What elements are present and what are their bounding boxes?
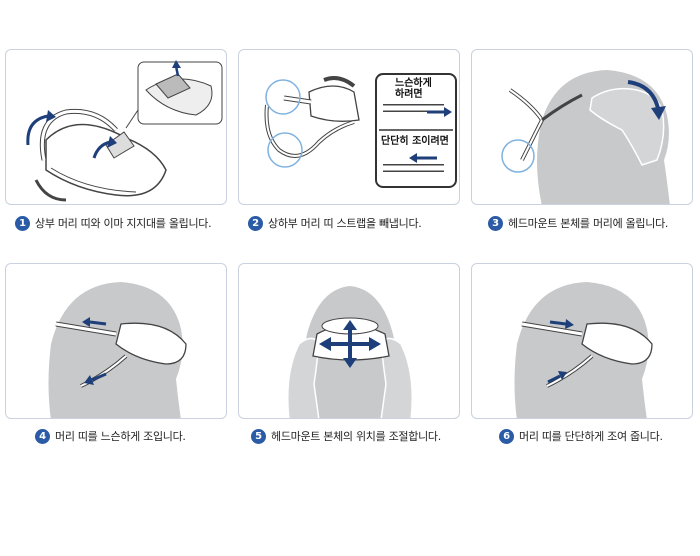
step-5-panel xyxy=(238,263,460,419)
step-2-panel: 느슨하게 하려면 단단히 조이려면 xyxy=(238,49,460,205)
step-3-text: 헤드마운트 본체를 머리에 올립니다. xyxy=(508,217,669,230)
step-6-panel xyxy=(471,263,693,419)
step-5-number-badge: 5 xyxy=(251,428,266,444)
step-1-panel xyxy=(5,49,227,205)
step-4-illustration xyxy=(48,282,187,418)
step-3-number-badge: 3 xyxy=(488,215,503,231)
step-5-text: 헤드마운트 본체의 위치를 조절합니다. xyxy=(271,430,441,443)
step-5-caption: 5 헤드마운트 본체의 위치를 조절합니다. xyxy=(251,427,441,445)
step-6-number-badge: 6 xyxy=(499,428,514,444)
step-2-tighten-label: 단단히 조이려면 xyxy=(381,136,449,147)
step-3-caption: 3 헤드마운트 본체를 머리에 올립니다. xyxy=(488,214,668,232)
step-2-illustration xyxy=(264,73,457,188)
step-6-illustration xyxy=(514,282,653,418)
step-2-number-badge: 2 xyxy=(248,215,263,231)
step-4-text: 머리 띠를 느슨하게 조입니다. xyxy=(55,430,186,443)
step-5-illustration xyxy=(287,286,413,418)
step-3-illustration xyxy=(501,70,670,204)
step-6-caption: 6 머리 띠를 단단하게 조여 줍니다. xyxy=(499,427,663,445)
step-1-illustration xyxy=(26,60,223,202)
step-1-text: 상부 머리 띠와 이마 지지대를 올립니다. xyxy=(35,217,212,230)
step-2-loosen-label: 느슨하게 하려면 xyxy=(395,78,432,100)
step-2-text: 상하부 머리 띠 스트랩을 빼냅니다. xyxy=(268,217,422,230)
step-4-number-badge: 4 xyxy=(35,428,50,444)
step-1-caption: 1 상부 머리 띠와 이마 지지대를 올립니다. xyxy=(15,214,212,232)
step-6-text: 머리 띠를 단단하게 조여 줍니다. xyxy=(519,430,663,443)
step-1-number-badge: 1 xyxy=(15,215,30,231)
step-3-panel xyxy=(471,49,693,205)
step-2-caption: 2 상하부 머리 띠 스트랩을 빼냅니다. xyxy=(248,214,422,232)
step-4-caption: 4 머리 띠를 느슨하게 조입니다. xyxy=(35,427,186,445)
step-4-panel xyxy=(5,263,227,419)
